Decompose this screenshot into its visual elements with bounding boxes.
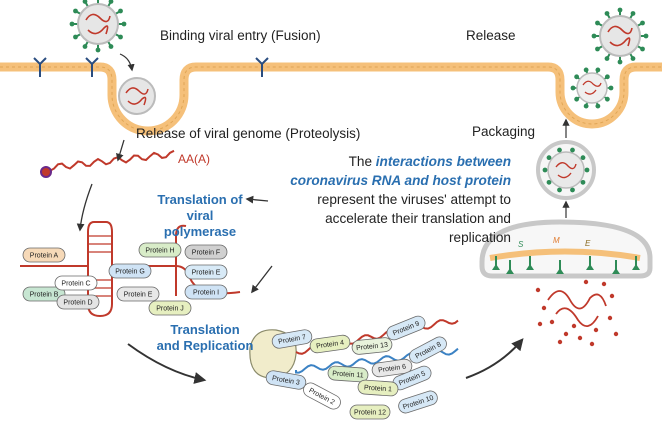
callout-emphasis: interactions between coronavirus RNA and… bbox=[290, 154, 511, 188]
translation-replication-line-1: Translation bbox=[170, 322, 240, 337]
protein-pill: Protein 13 bbox=[351, 337, 393, 355]
translation-replication-heading: Translation and Replication bbox=[150, 322, 260, 354]
cell-membrane bbox=[0, 62, 662, 136]
arrow-callout-to-replication bbox=[251, 265, 273, 294]
protein-pill: Protein B bbox=[22, 286, 66, 302]
callout-prefix: The bbox=[348, 154, 376, 169]
protein-label: Protein J bbox=[156, 305, 184, 312]
protein-label: Protein 12 bbox=[354, 409, 386, 416]
protein-pill: Protein 10 bbox=[398, 390, 438, 414]
genomic-rna-strand bbox=[40, 149, 175, 178]
protein-pill: Protein 7 bbox=[271, 329, 313, 349]
release-genome-label: Release of viral genome (Proteolysis) bbox=[136, 126, 361, 141]
membrane-letter-e: E bbox=[585, 239, 591, 248]
protein-label: Protein H bbox=[145, 247, 174, 254]
protein-label: Protein G bbox=[115, 268, 145, 275]
protein-pill: Protein 1 bbox=[357, 379, 399, 397]
protein-label: Protein I bbox=[193, 289, 219, 296]
interaction-callout: The interactions between coronavirus RNA… bbox=[271, 152, 511, 247]
virus-particle-icon bbox=[69, 0, 127, 53]
arrow-callout-to-heading bbox=[245, 195, 269, 204]
protein-pill: Protein 12 bbox=[349, 404, 391, 420]
arrow-rna-to-polymerase bbox=[76, 183, 93, 232]
protein-label: Protein 11 bbox=[332, 370, 364, 379]
callout-suffix: represent the viruses' attempt to accele… bbox=[317, 192, 511, 245]
protein-pill: Protein 9 bbox=[386, 315, 426, 341]
protein-pill: Protein E bbox=[184, 264, 228, 280]
protein-pill: Protein C bbox=[54, 275, 98, 291]
protein-label: Protein E bbox=[192, 269, 221, 276]
translation-polymerase-line-1: Translation of bbox=[157, 192, 243, 207]
protein-pill: Protein 2 bbox=[303, 382, 341, 410]
translation-polymerase-line-2: viral polymerase bbox=[163, 208, 237, 239]
protein-label: Protein 4 bbox=[316, 340, 345, 351]
packaging-vesicle-icon bbox=[536, 140, 596, 200]
protein-pill: Protein A bbox=[22, 247, 66, 263]
protein-label: Protein D bbox=[63, 299, 92, 306]
receptor-icon bbox=[33, 57, 269, 77]
entering-virus-icon bbox=[118, 77, 156, 115]
translation-replication-line-2: and Replication bbox=[156, 338, 254, 353]
released-virus-icon bbox=[591, 7, 649, 65]
membrane-letter-m: M bbox=[553, 236, 560, 245]
budding-virus-icon bbox=[570, 67, 614, 109]
protein-pill: Protein 3 bbox=[265, 370, 307, 390]
protein-pill: Protein J bbox=[148, 300, 192, 316]
translation-polymerase-heading: Translation of viral polymerase bbox=[150, 192, 250, 240]
protein-label: Protein E bbox=[124, 291, 153, 298]
poly-a-tail-label: AA(A) bbox=[178, 152, 210, 166]
protein-pill: Protein D bbox=[56, 294, 100, 310]
protein-label: Protein 1 bbox=[364, 384, 393, 393]
protein-label: Protein 13 bbox=[356, 342, 389, 352]
arrow-to-replication-complex bbox=[127, 343, 207, 384]
protein-label: Protein F bbox=[192, 249, 220, 256]
protein-pill: Protein F bbox=[184, 244, 228, 260]
protein-label: Protein 3 bbox=[271, 375, 300, 387]
viral-rna-cluster bbox=[535, 279, 619, 347]
membrane-letter-s: S bbox=[518, 240, 524, 249]
protein-label: Protein B bbox=[30, 291, 59, 298]
protein-pill: Protein H bbox=[138, 242, 182, 258]
arrow-replication-to-assembly bbox=[465, 338, 524, 379]
binding-entry-label: Binding viral entry (Fusion) bbox=[160, 28, 321, 43]
protein-label: Protein C bbox=[61, 280, 90, 287]
packaging-label: Packaging bbox=[472, 124, 536, 139]
protein-label: Protein A bbox=[30, 252, 59, 259]
protein-pill: Protein E bbox=[116, 286, 160, 302]
protein-pill: Protein 8 bbox=[409, 336, 447, 364]
protein-pill: Protein I bbox=[184, 284, 228, 300]
arrow-genome-to-rna bbox=[116, 139, 125, 162]
protein-pill: Protein 4 bbox=[309, 334, 351, 354]
release-label: Release bbox=[466, 28, 516, 43]
protein-pill: Protein 6 bbox=[371, 358, 413, 378]
protein-pill: Protein 11 bbox=[327, 365, 369, 383]
protein-pill: Protein G bbox=[108, 263, 152, 279]
protein-label: Protein 6 bbox=[378, 364, 407, 375]
protein-label: Protein 7 bbox=[278, 334, 307, 346]
er-membrane-assembly bbox=[479, 219, 653, 279]
